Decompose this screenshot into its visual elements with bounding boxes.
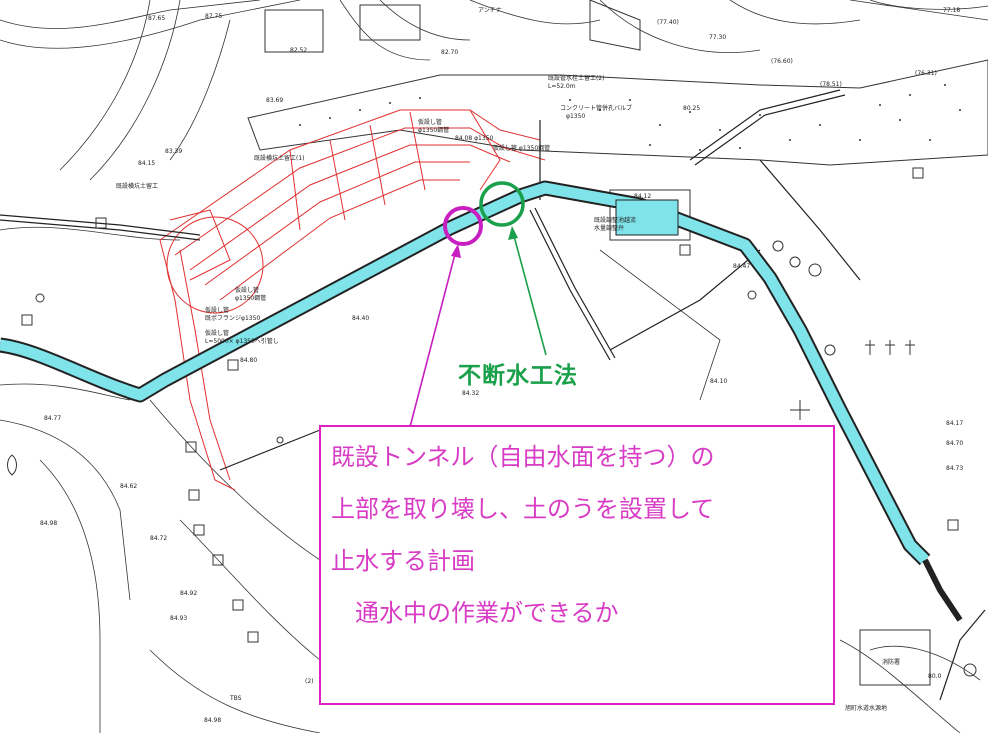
water-pipeline — [0, 180, 963, 622]
map-label: アンテナ — [478, 7, 502, 14]
map-label: 84.62 — [120, 483, 137, 490]
map-label: φ1350鋼管 — [235, 294, 266, 302]
magenta-highlight-circle — [443, 206, 483, 246]
map-label: 87.75 — [205, 13, 222, 20]
map-label: 82.52 — [290, 47, 307, 54]
map-label: TBS — [229, 695, 242, 702]
map-label: (76.60) — [771, 58, 793, 65]
map-label: 仮設し管 φ1350鋼管 — [493, 144, 550, 152]
map-label: 80.25 — [683, 105, 700, 112]
map-label: 84.80 — [240, 357, 257, 364]
map-label: 仮設し管 — [418, 118, 442, 126]
magenta-arrow — [409, 244, 461, 428]
map-label: φ1350鋼管 — [418, 126, 449, 134]
map-label: 既設管水栓土留工(2) — [548, 74, 605, 82]
annotation-note-box: 既設トンネル（自由水面を持つ）の 上部を取り壊し、土のうを設置して 止水する計画… — [319, 425, 835, 705]
map-label: (76.31) — [915, 70, 937, 77]
map-label: (78.51) — [820, 81, 842, 88]
map-label: 84.92 — [180, 590, 197, 597]
map-label: 84.15 — [138, 160, 155, 167]
green-arrow — [508, 226, 547, 356]
map-label: 仮設し管 — [205, 306, 229, 314]
map-label: 84.77 — [44, 415, 61, 422]
map-label: 84.32 — [462, 390, 479, 397]
map-label: 既ポフランジφ1350 — [205, 314, 260, 322]
map-label: 84.72 — [150, 535, 167, 542]
map-label: 80.0 — [928, 673, 942, 680]
map-label: 84.73 — [946, 465, 963, 472]
note-line-3: 止水する計画 — [331, 547, 475, 575]
map-label: 83.69 — [266, 97, 283, 104]
map-symbols — [7, 167, 977, 677]
method-label: 不断水工法 — [458, 363, 578, 389]
map-label: L=5000× φ1350ヘ引管し — [205, 337, 279, 345]
map-label: 仮設し管 — [205, 329, 229, 337]
map-label: 84.98 — [40, 520, 57, 527]
map-label: φ1350 — [566, 113, 585, 120]
map-label: 84.93 — [170, 615, 187, 622]
map-label: (2) — [305, 678, 314, 685]
map-label: 消防署 — [882, 658, 900, 666]
map-label: 82.70 — [441, 49, 458, 56]
map-label: 83.39 — [165, 148, 182, 155]
map-label: 水量調整弁 — [594, 224, 624, 232]
map-label: (77.40) — [657, 19, 679, 26]
buildings — [264, 0, 931, 686]
map-label: 84.98 — [204, 717, 221, 724]
map-text-labels: 87.65 87.75 アンテナ (77.40) 77.30 (76.60) 7… — [40, 7, 963, 724]
map-label: 84.40 — [352, 315, 369, 322]
map-label: 仮設し管 — [235, 286, 259, 294]
green-highlight-circle — [479, 181, 525, 227]
map-label: 87.65 — [148, 15, 165, 22]
embankment — [247, 59, 988, 166]
map-label: 既設横坑土留工(1) — [254, 154, 305, 162]
map-label: 84.12 — [634, 193, 651, 200]
map-label: 既設横坑土留工 — [116, 182, 158, 190]
map-label: 84.70 — [946, 440, 963, 447]
note-line-4: 通水中の作業ができるか — [355, 599, 619, 627]
map-label: L=52.0m — [548, 83, 576, 90]
map-label: 84.17 — [946, 420, 963, 427]
map-label: 84.10 — [710, 378, 727, 385]
conduits — [0, 89, 986, 701]
map-label: 84.47 — [733, 263, 750, 270]
map-label: 84.08 φ1350 — [455, 135, 493, 142]
note-line-2: 上部を取り壊し、土のうを設置して — [331, 495, 715, 523]
map-label: コンクリート管併孔バルブ — [560, 104, 632, 112]
existing-tunnel-works — [159, 109, 546, 491]
map-label: 77.30 — [709, 34, 726, 41]
note-line-1: 既設トンネル（自由水面を持つ）の — [331, 443, 715, 471]
map-label: 既設調整池越流 — [594, 216, 636, 224]
map-label: 77.18 — [943, 7, 960, 14]
map-label: 旭町水道水源地 — [845, 704, 887, 712]
